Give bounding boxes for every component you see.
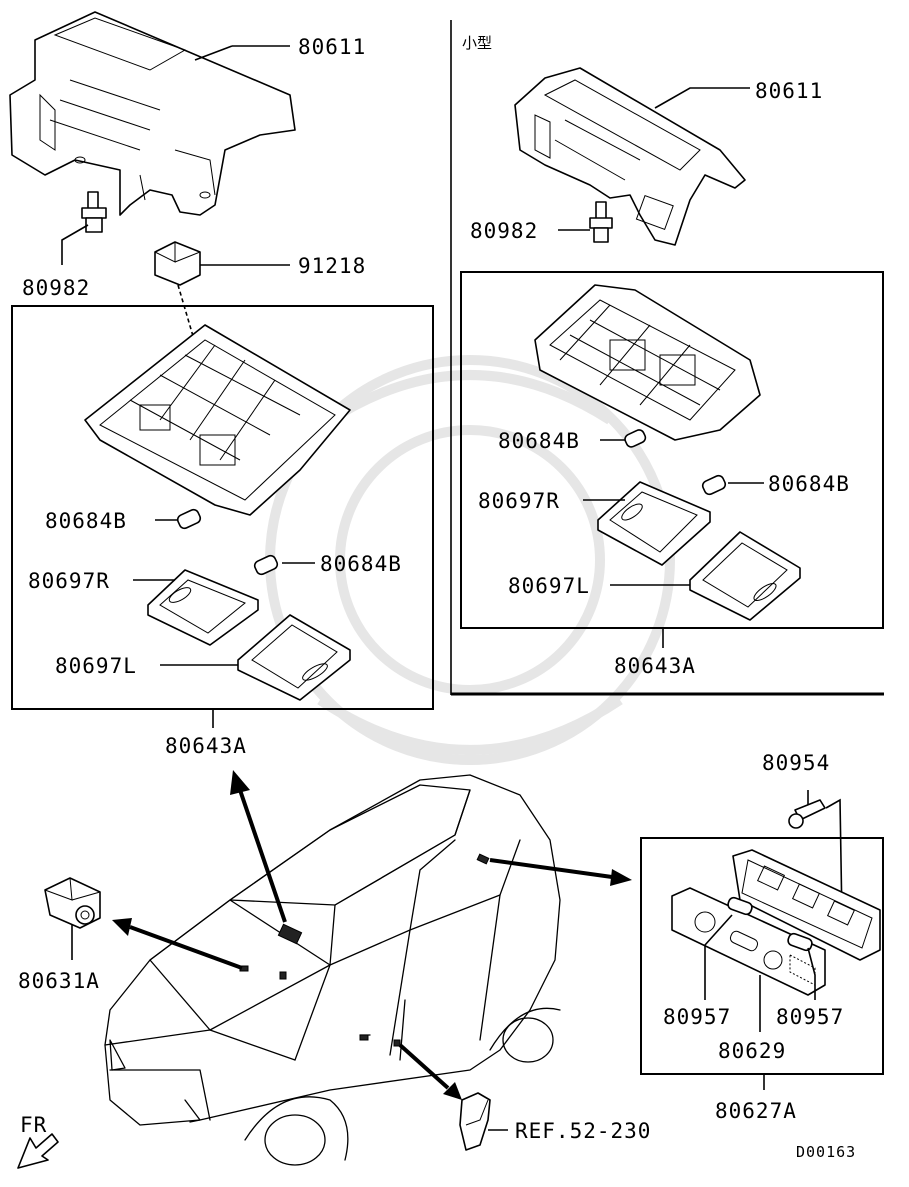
- variant-label: 小型: [462, 34, 492, 52]
- label-lens-r-left: 80697R: [28, 569, 110, 593]
- label-bulb-left-b: 80684B: [320, 552, 402, 576]
- bulb-right-a: [624, 429, 647, 448]
- label-bracket-right: 80611: [755, 79, 823, 103]
- lens-r-left: [147, 569, 259, 646]
- screw-left: [81, 191, 107, 233]
- bulb-rear-a: [727, 896, 753, 916]
- label-lens-l-right: 80697L: [508, 574, 590, 598]
- leader-bulb-rear-a: [704, 914, 733, 1000]
- label-assy-right: 80643A: [614, 654, 696, 678]
- bracket-right: [514, 67, 746, 246]
- arrow-to-assy-left: [230, 770, 287, 923]
- leader-screw-left: [61, 224, 89, 265]
- bulb-right-b: [701, 474, 727, 496]
- label-switch-left: 91218: [298, 254, 366, 278]
- label-bulb-rear-b: 80957: [776, 1005, 844, 1029]
- label-ref: REF.52-230: [515, 1119, 651, 1143]
- arrow-to-sensor: [112, 918, 243, 970]
- bulb-rear-b: [787, 932, 813, 952]
- drawing-id: D00163: [796, 1143, 856, 1161]
- label-assy-rear: 80627A: [715, 1099, 797, 1123]
- label-lens-rear: 80629: [718, 1039, 786, 1063]
- leader-bracket-left: [194, 45, 233, 61]
- assy-box-left: [11, 305, 434, 710]
- lens-l-left: [237, 614, 351, 701]
- bulb-left-b: [253, 554, 279, 576]
- screw-rear: [788, 799, 826, 829]
- sensor-part: [44, 877, 101, 929]
- leader-bracket-right: [654, 87, 750, 109]
- label-sensor: 80631A: [18, 969, 100, 993]
- label-lens-l-left: 80697L: [55, 654, 137, 678]
- switch-left: [154, 241, 201, 286]
- arrow-to-ref-part: [398, 1043, 462, 1100]
- front-direction-arrow: [17, 1133, 59, 1169]
- label-screw-left: 80982: [22, 276, 90, 300]
- label-bracket-left: 80611: [298, 35, 366, 59]
- assy-box-right: [460, 271, 884, 629]
- lens-l-right: [689, 531, 801, 621]
- dome-lamp-left: [84, 324, 351, 516]
- lens-r-right: [597, 481, 711, 566]
- label-screw-right: 80982: [470, 219, 538, 243]
- dome-lamp-right: [534, 284, 761, 441]
- label-bulb-right-b: 80684B: [768, 472, 850, 496]
- label-assy-left: 80643A: [165, 734, 247, 758]
- bracket-left: [9, 11, 296, 216]
- assy-box-rear: [640, 837, 884, 1075]
- bulb-left-a: [176, 508, 202, 530]
- label-bulb-left-a: 80684B: [45, 509, 127, 533]
- screw-right: [589, 201, 613, 243]
- ref-part: [459, 1092, 491, 1151]
- label-bulb-rear-a: 80957: [663, 1005, 731, 1029]
- label-direction: FR: [20, 1113, 47, 1137]
- label-screw-rear: 80954: [762, 751, 830, 775]
- leader-bulb-rear-b: [807, 947, 816, 1000]
- label-bulb-right-a: 80684B: [498, 429, 580, 453]
- vehicle-outline: [104, 774, 561, 1166]
- label-lens-r-right: 80697R: [478, 489, 560, 513]
- arrow-to-rear-lamp: [489, 858, 632, 886]
